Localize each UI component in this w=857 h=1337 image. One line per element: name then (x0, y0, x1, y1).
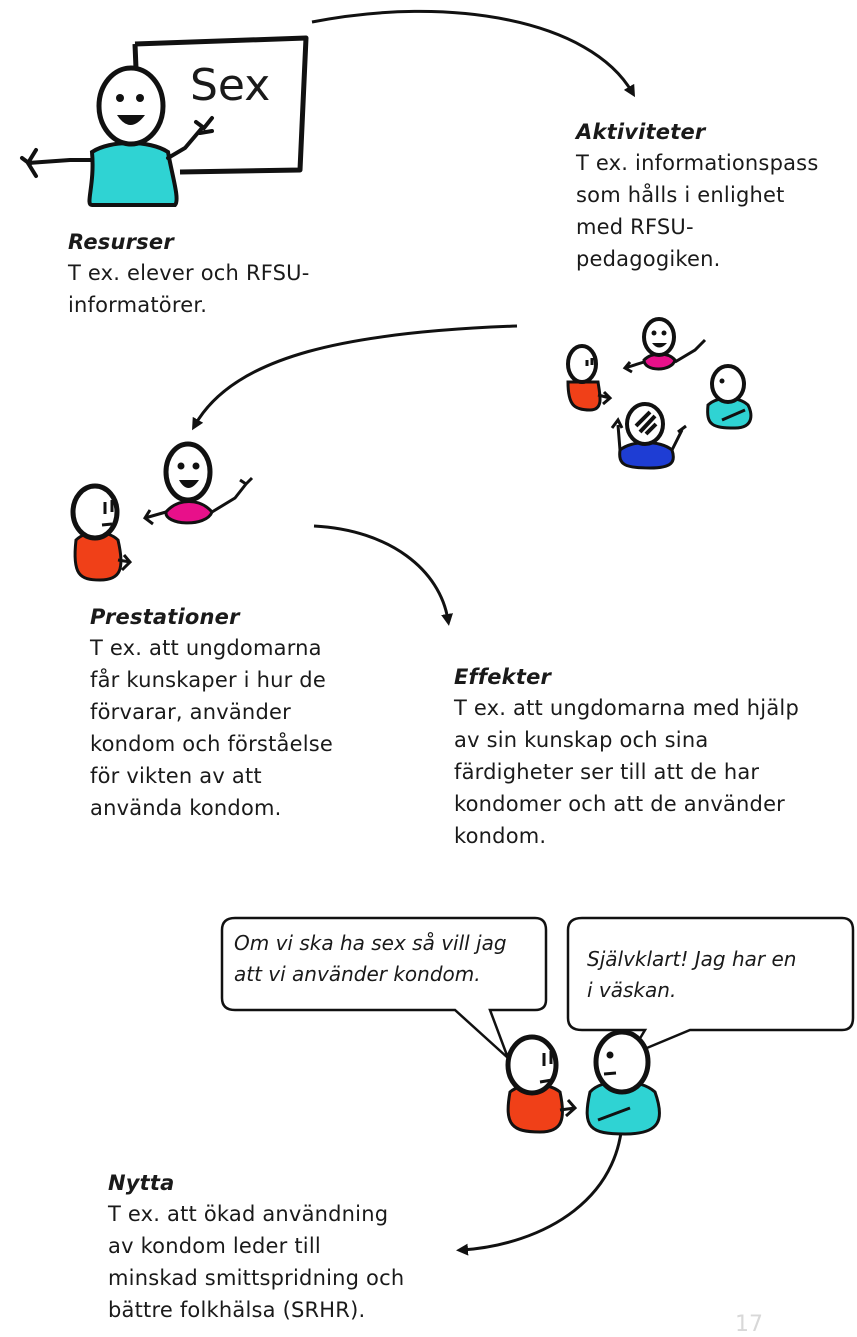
page-number: 17 (735, 1312, 763, 1337)
teacher-whiteboard-illustration (20, 35, 309, 207)
speech-bubble-left (220, 916, 548, 1059)
effekter-title: Effekter (454, 665, 552, 689)
resurser-body: T ex. elever och RFSU- informatörer. (68, 261, 310, 317)
whiteboard (134, 35, 309, 175)
dialogue-people-illustration (505, 1029, 661, 1136)
arrow-dialogue-to-nytta (456, 1099, 624, 1256)
prestationer-body: T ex. att ungdomarna får kunskaper i hur… (90, 636, 333, 820)
teacher-head (96, 65, 166, 147)
aktiviteter-body: T ex. informationspass som hålls i enlig… (576, 151, 819, 271)
resurser-block: Resurser T ex. elever och RFSU- informat… (68, 227, 310, 321)
arrow-aktiviteter-to-prestationer (192, 324, 518, 431)
group-activity-illustration (566, 317, 753, 470)
nytta-title: Nytta (108, 1171, 175, 1195)
two-people-illustration (70, 441, 254, 582)
effekter-block: Effekter T ex. att ungdomarna med hjälp … (454, 662, 799, 852)
prestationer-block: Prestationer T ex. att ungdomarna får ku… (90, 602, 333, 824)
nytta-body: T ex. att ökad användning av kondom lede… (108, 1202, 405, 1322)
teacher-body (87, 141, 179, 207)
speech-bubble-right-text: Självklart! Jag har en i väskan. (587, 947, 797, 1002)
resurser-title: Resurser (68, 230, 174, 254)
prestationer-title: Prestationer (90, 605, 240, 629)
arrow-prestationer-to-effekter (313, 524, 453, 626)
speech-bubble-left-text: Om vi ska ha sex så vill jag att vi anvä… (234, 931, 507, 986)
effekter-body: T ex. att ungdomarna med hjälp av sin ku… (454, 696, 799, 848)
aktiviteter-title: Aktiviteter (576, 120, 706, 144)
arrow-resurser-to-aktiviteter (311, 9, 636, 98)
nytta-block: Nytta T ex. att ökad användning av kondo… (108, 1168, 404, 1326)
whiteboard-text: Sex (190, 60, 271, 111)
aktiviteter-block: Aktiviteter T ex. informationspass som h… (576, 117, 818, 275)
speech-bubble-right (566, 916, 855, 1058)
